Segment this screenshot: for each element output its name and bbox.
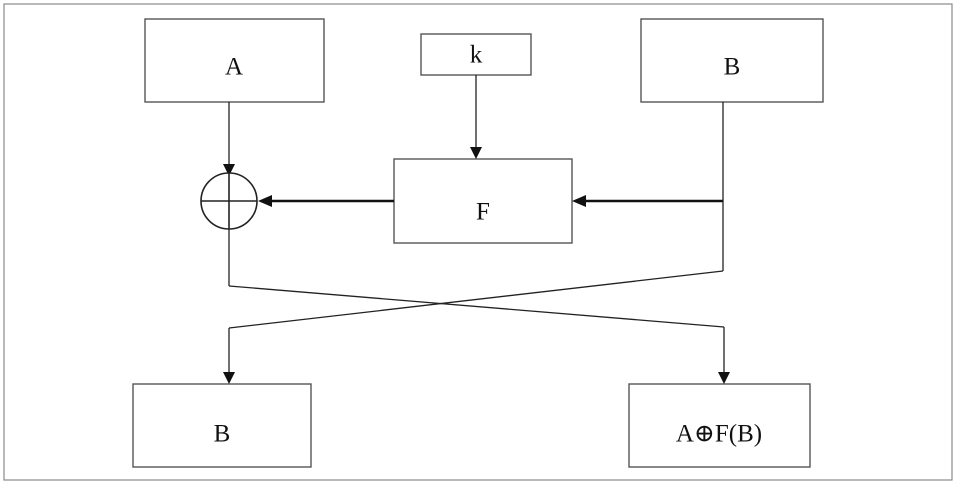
arrow-f-to-xor: [258, 195, 394, 207]
arrow-a-to-xor: [223, 102, 235, 176]
label-input-left: A: [225, 54, 243, 81]
label-output-right: A⊕F(B): [676, 421, 762, 448]
box-output-left: B: [132, 383, 312, 468]
label-output-left: B: [214, 421, 231, 448]
label-input-right: B: [724, 54, 741, 81]
box-input-left: A: [144, 18, 325, 103]
box-round-function: F: [393, 158, 573, 244]
box-key: k: [420, 33, 532, 76]
arrow-b-to-f: [572, 102, 724, 207]
box-output-right: A⊕F(B): [628, 383, 811, 468]
arrow-xor-to-output-right: [228, 229, 730, 384]
xor-operator: [200, 172, 258, 230]
arrow-b-to-output-left: [223, 201, 724, 384]
label-round-function: F: [476, 199, 490, 226]
arrow-k-to-f: [470, 75, 482, 159]
box-input-right: B: [640, 18, 824, 103]
label-key: k: [470, 42, 483, 69]
